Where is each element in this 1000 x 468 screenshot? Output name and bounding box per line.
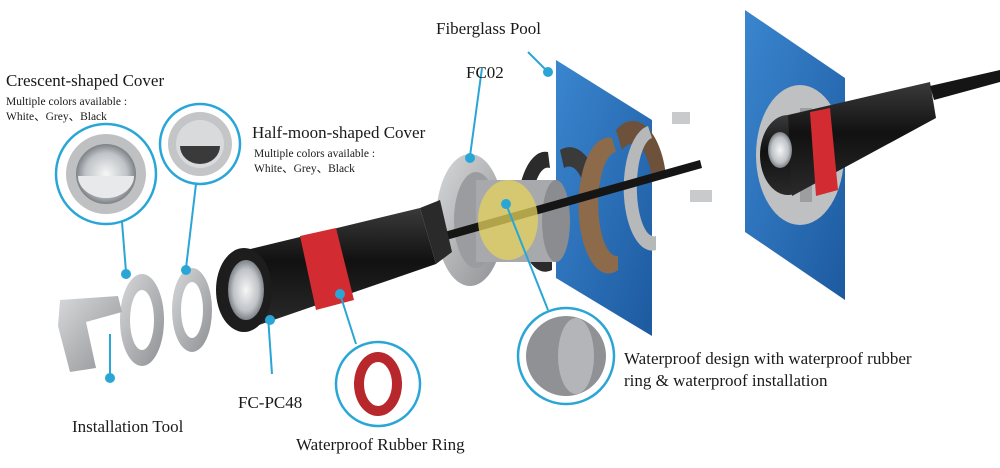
installation-tool-label: Installation Tool <box>72 417 184 436</box>
cover-ring-1 <box>120 274 164 366</box>
back-nut-ring <box>623 112 712 251</box>
fc02-label: FC02 <box>466 63 504 82</box>
installation-tool-shape <box>58 296 122 372</box>
halfmoon-cover-callout <box>158 102 242 186</box>
crescent-cover-note-1: Multiple colors available : <box>6 96 128 108</box>
crescent-cover-title: Crescent-shaped Cover <box>6 71 165 90</box>
crescent-cover-callout <box>54 122 158 226</box>
fiberglass-pool-label: Fiberglass Pool <box>436 19 542 38</box>
halfmoon-cover-note-2: White、Grey、Black <box>254 163 355 175</box>
seal-highlight <box>478 180 538 260</box>
waterproof-design-line-1: Waterproof design with waterproof rubber <box>624 349 912 368</box>
halfmoon-cover-note-1: Multiple colors available : <box>254 148 376 160</box>
crescent-cover-note-2: White、Grey、Black <box>6 111 107 123</box>
cork-gasket-ring <box>578 120 666 274</box>
cover-ring-2 <box>172 268 212 352</box>
waterproof-detail-callout <box>516 306 616 406</box>
assembled-lamp <box>756 70 1000 225</box>
rubber-ring-label: Waterproof Rubber Ring <box>296 435 465 454</box>
lamp-body <box>216 200 452 332</box>
rubber-ring-callout <box>334 340 422 428</box>
fc-pc48-label: FC-PC48 <box>238 393 303 412</box>
halfmoon-cover-title: Half-moon-shaped Cover <box>252 123 426 142</box>
leader-dots <box>105 67 553 383</box>
waterproof-design-line-2: ring & waterproof installation <box>624 371 828 390</box>
